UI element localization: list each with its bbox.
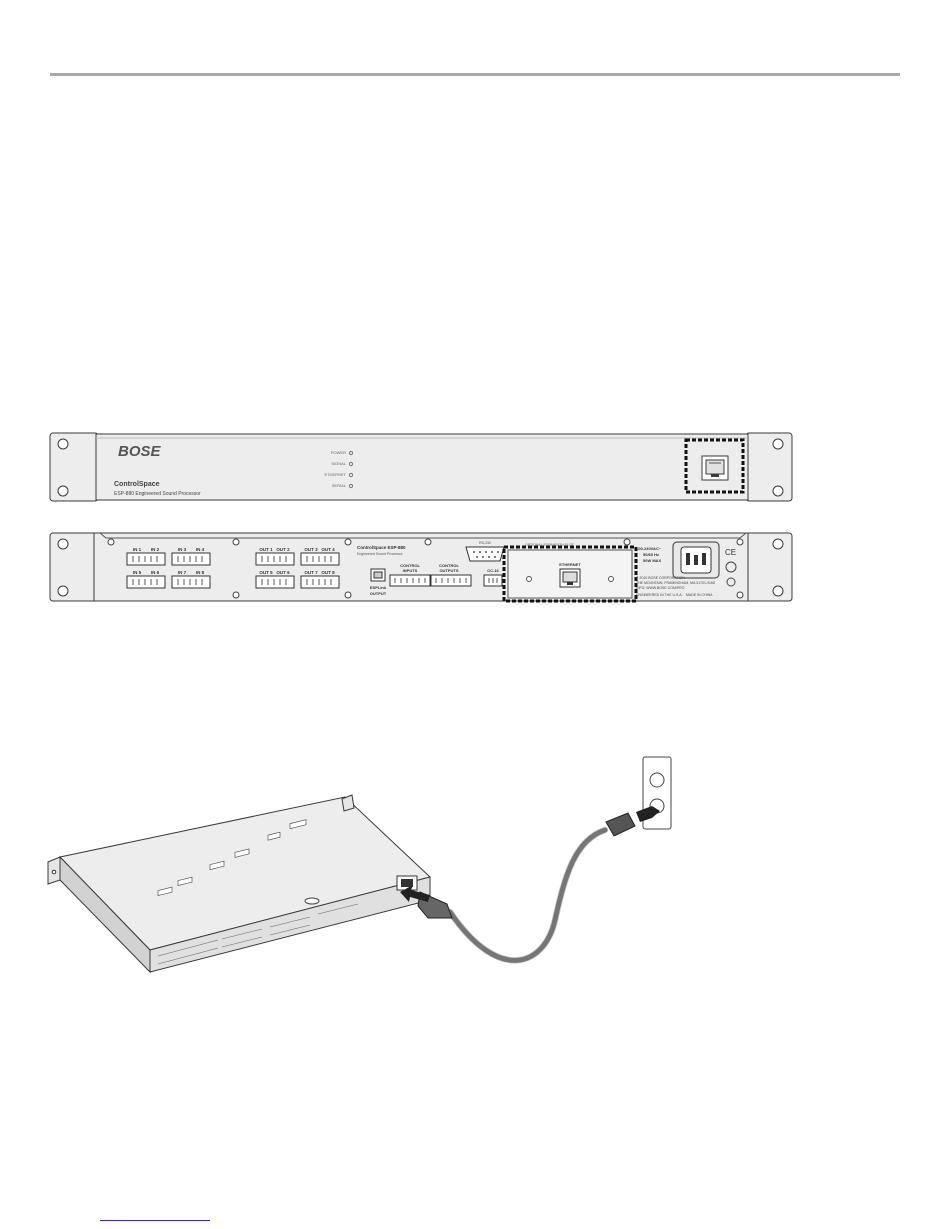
- power-rating-3: 50W MAX: [643, 558, 662, 563]
- control-outputs-terminal: [430, 574, 472, 587]
- cert-mark-icon: [726, 577, 736, 587]
- output-label: OUT 2: [276, 547, 290, 552]
- rack-hole: [57, 438, 69, 450]
- output-label: OUT 3: [304, 547, 318, 552]
- control-inputs-label: CONTROL: [400, 563, 420, 568]
- output-label: OUT 4: [321, 547, 335, 552]
- wall-plug: [605, 812, 636, 837]
- rear-header: ControlSpace ESP-880: [357, 545, 406, 550]
- serial-port: [465, 546, 505, 562]
- output-label: OUT 8: [321, 570, 335, 575]
- rack-ear-right: [341, 794, 355, 812]
- legal-line: MADE IN CHINA: [686, 593, 713, 597]
- power-rating-1: 100-240VAC~: [636, 546, 662, 551]
- cc16-label: CC-16: [487, 568, 499, 573]
- input-terminal-block: [126, 552, 166, 566]
- output-label: OUT 5: [259, 570, 273, 575]
- input-terminal-block: [171, 552, 211, 566]
- brand-logo: BOSE: [118, 443, 162, 460]
- front-panel-illustration: BOSE ControlSpace ESP-880 Engineered Sou…: [49, 432, 793, 502]
- ethernet-label: ETHERNET: [559, 562, 581, 567]
- legal-line: ENGINEERED IN THE U.S.A.: [636, 593, 683, 597]
- input-label: IN 3: [178, 547, 187, 552]
- output-label: OUT 1: [259, 547, 273, 552]
- power-led: [348, 450, 354, 456]
- input-label: IN 7: [178, 570, 187, 575]
- control-outputs-label: CONTROL: [439, 563, 459, 568]
- ul-mark-icon: [725, 561, 737, 573]
- legal-line: INFO: WWW.BOSE.COM/PRO: [636, 586, 685, 590]
- arrow-to-outlet-icon: [636, 806, 660, 822]
- input-label: IN 4: [196, 547, 205, 552]
- highlight-box-rear: [502, 545, 638, 603]
- serial-led: [348, 483, 354, 489]
- input-label: IN 2: [151, 547, 160, 552]
- product-name: ControlSpace: [114, 481, 160, 488]
- esplink-sub: OUTPUT: [370, 591, 387, 596]
- output-terminal-block: [300, 552, 340, 566]
- rack-hole: [772, 438, 784, 450]
- input-label: IN 8: [196, 570, 205, 575]
- power-cord: [447, 827, 608, 963]
- power-rating-2: 50/60 Hz: [643, 552, 659, 557]
- ethernet-jack-rear: [559, 568, 581, 588]
- esplink-label: ESPLink: [370, 585, 387, 590]
- rear-panel-illustration: IN 1 IN 2 IN 3 IN 4 IN 5 IN 6 IN 7 IN 8 …: [49, 532, 793, 603]
- rack-hole: [772, 485, 784, 497]
- output-label: OUT 6: [276, 570, 290, 575]
- input-label: IN 6: [151, 570, 160, 575]
- rear-header-sub: Engineered Sound Processor: [357, 552, 404, 556]
- led-label-serial: SERIAL: [332, 483, 347, 488]
- led-label-power: POWER: [331, 450, 346, 455]
- led-label-ethernet: ETHERNET: [324, 472, 346, 477]
- led-label-signal: SIGNAL: [331, 461, 346, 466]
- input-terminal-block: [126, 575, 166, 589]
- output-terminal-block: [255, 575, 295, 589]
- control-inputs-sub: INPUTS: [403, 568, 418, 573]
- legal-line: THE MOUNTAIN, FRAMINGHAM, MA 01701-9168: [636, 581, 715, 585]
- ethernet-led: [348, 472, 354, 478]
- ce-mark: CE: [725, 548, 736, 557]
- output-terminal-block: [300, 575, 340, 589]
- arrow-to-inlet-icon: [400, 885, 430, 902]
- highlight-box-front: [684, 438, 745, 494]
- input-label: IN 1: [133, 547, 142, 552]
- expansion-label: OPTIONAL EXPANSION SLOT: [525, 543, 575, 547]
- input-terminal-block: [171, 575, 211, 589]
- ethernet-jack-front: [701, 455, 729, 481]
- control-inputs-terminal: [389, 574, 431, 587]
- top-rule: [50, 73, 900, 76]
- input-label: IN 5: [133, 570, 142, 575]
- rack-hole: [57, 485, 69, 497]
- product-model: ESP-880 Engineered Sound Processor: [114, 491, 201, 497]
- serial-label: RS-232: [479, 541, 491, 545]
- output-terminal-block: [255, 552, 295, 566]
- control-outputs-sub: OUTPUTS: [439, 568, 458, 573]
- signal-led: [348, 461, 354, 467]
- output-label: OUT 7: [304, 570, 318, 575]
- power-connection-illustration: [47, 756, 672, 974]
- footnote-rule: [100, 1220, 210, 1221]
- legal-line: © 2010 BOSE CORPORATION: [636, 576, 685, 580]
